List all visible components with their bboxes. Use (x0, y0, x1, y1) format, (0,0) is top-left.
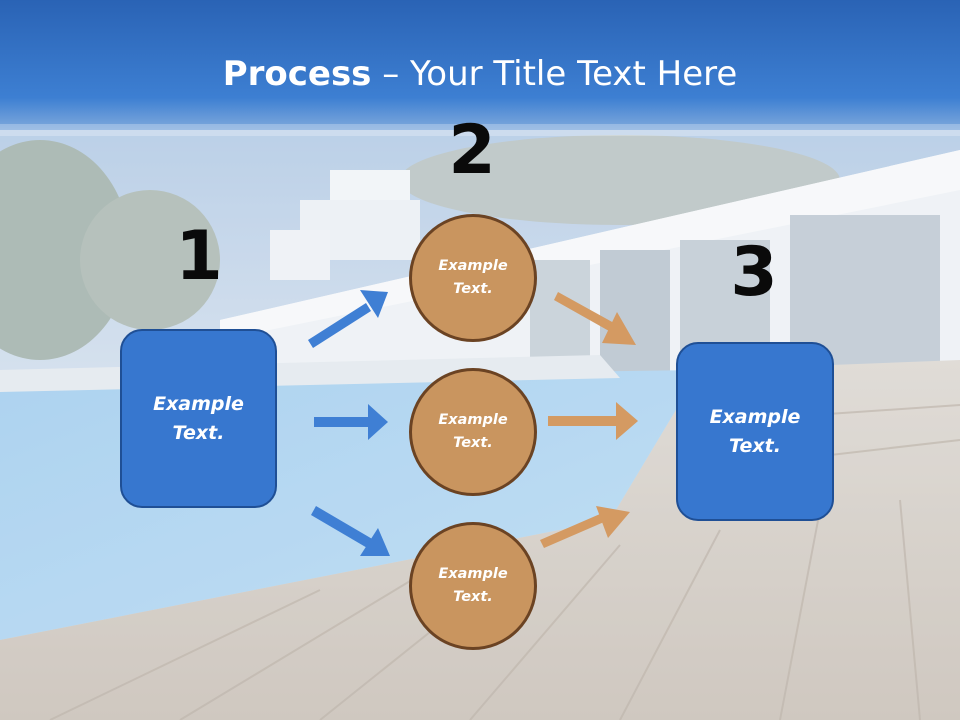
step1-box: Example Text. (120, 329, 277, 508)
step3-box: Example Text. (676, 342, 834, 521)
arrow-circle1-to-step3 (554, 292, 636, 345)
step2-circle-2: Example Text. (409, 368, 537, 496)
title-bold-part: Process (222, 54, 372, 94)
circle-label: Example Text. (438, 412, 508, 451)
step-number-3: 3 (730, 233, 778, 312)
title-rest-part: – Your Title Text Here (371, 54, 738, 94)
step2-circle-1: Example Text. (409, 214, 537, 342)
arrow-circle2-to-step3 (548, 402, 638, 440)
step-number-1: 1 (175, 217, 223, 296)
arrow-circle3-to-step3 (540, 506, 630, 548)
slide-title: Process – Your Title Text Here (0, 52, 960, 96)
circle-label: Example Text. (438, 566, 508, 605)
step2-circle-3: Example Text. (409, 522, 537, 650)
step-number-2: 2 (448, 111, 496, 190)
arrow-step1-to-circle2 (314, 404, 388, 440)
arrow-step1-to-circle3 (311, 506, 390, 556)
step3-box-label: Example Text. (709, 405, 801, 457)
step1-box-label: Example Text. (153, 392, 244, 444)
arrow-step1-to-circle1 (308, 290, 388, 348)
circle-label: Example Text. (438, 258, 508, 297)
